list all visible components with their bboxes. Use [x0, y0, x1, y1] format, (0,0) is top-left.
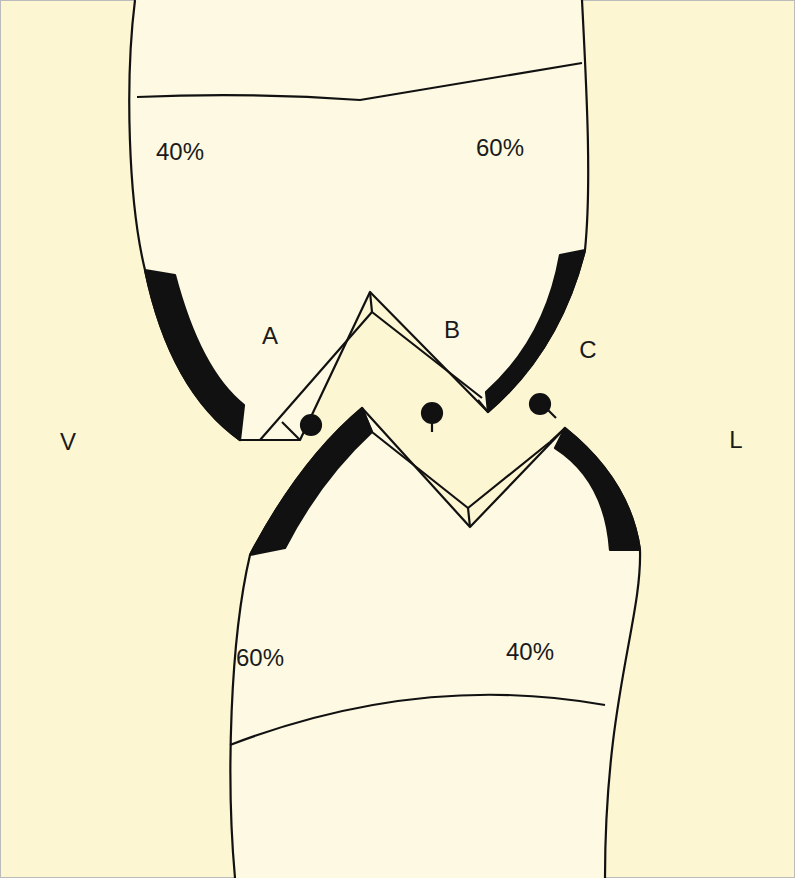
percentage-label: 60%	[236, 644, 284, 672]
tooth-crown: 40% 60%	[130, 0, 590, 440]
percentage-label: 60%	[476, 134, 524, 162]
percentage-label: 40%	[156, 138, 204, 166]
percentage-label: 40%	[506, 638, 554, 666]
surface-letter: V	[60, 428, 76, 456]
tooth-crown: 60% 40%	[230, 400, 645, 878]
surface-letter: C	[579, 336, 596, 364]
surface-letter: B	[444, 316, 460, 344]
surface-letter: L	[729, 426, 742, 454]
surface-letter: A	[262, 322, 278, 350]
